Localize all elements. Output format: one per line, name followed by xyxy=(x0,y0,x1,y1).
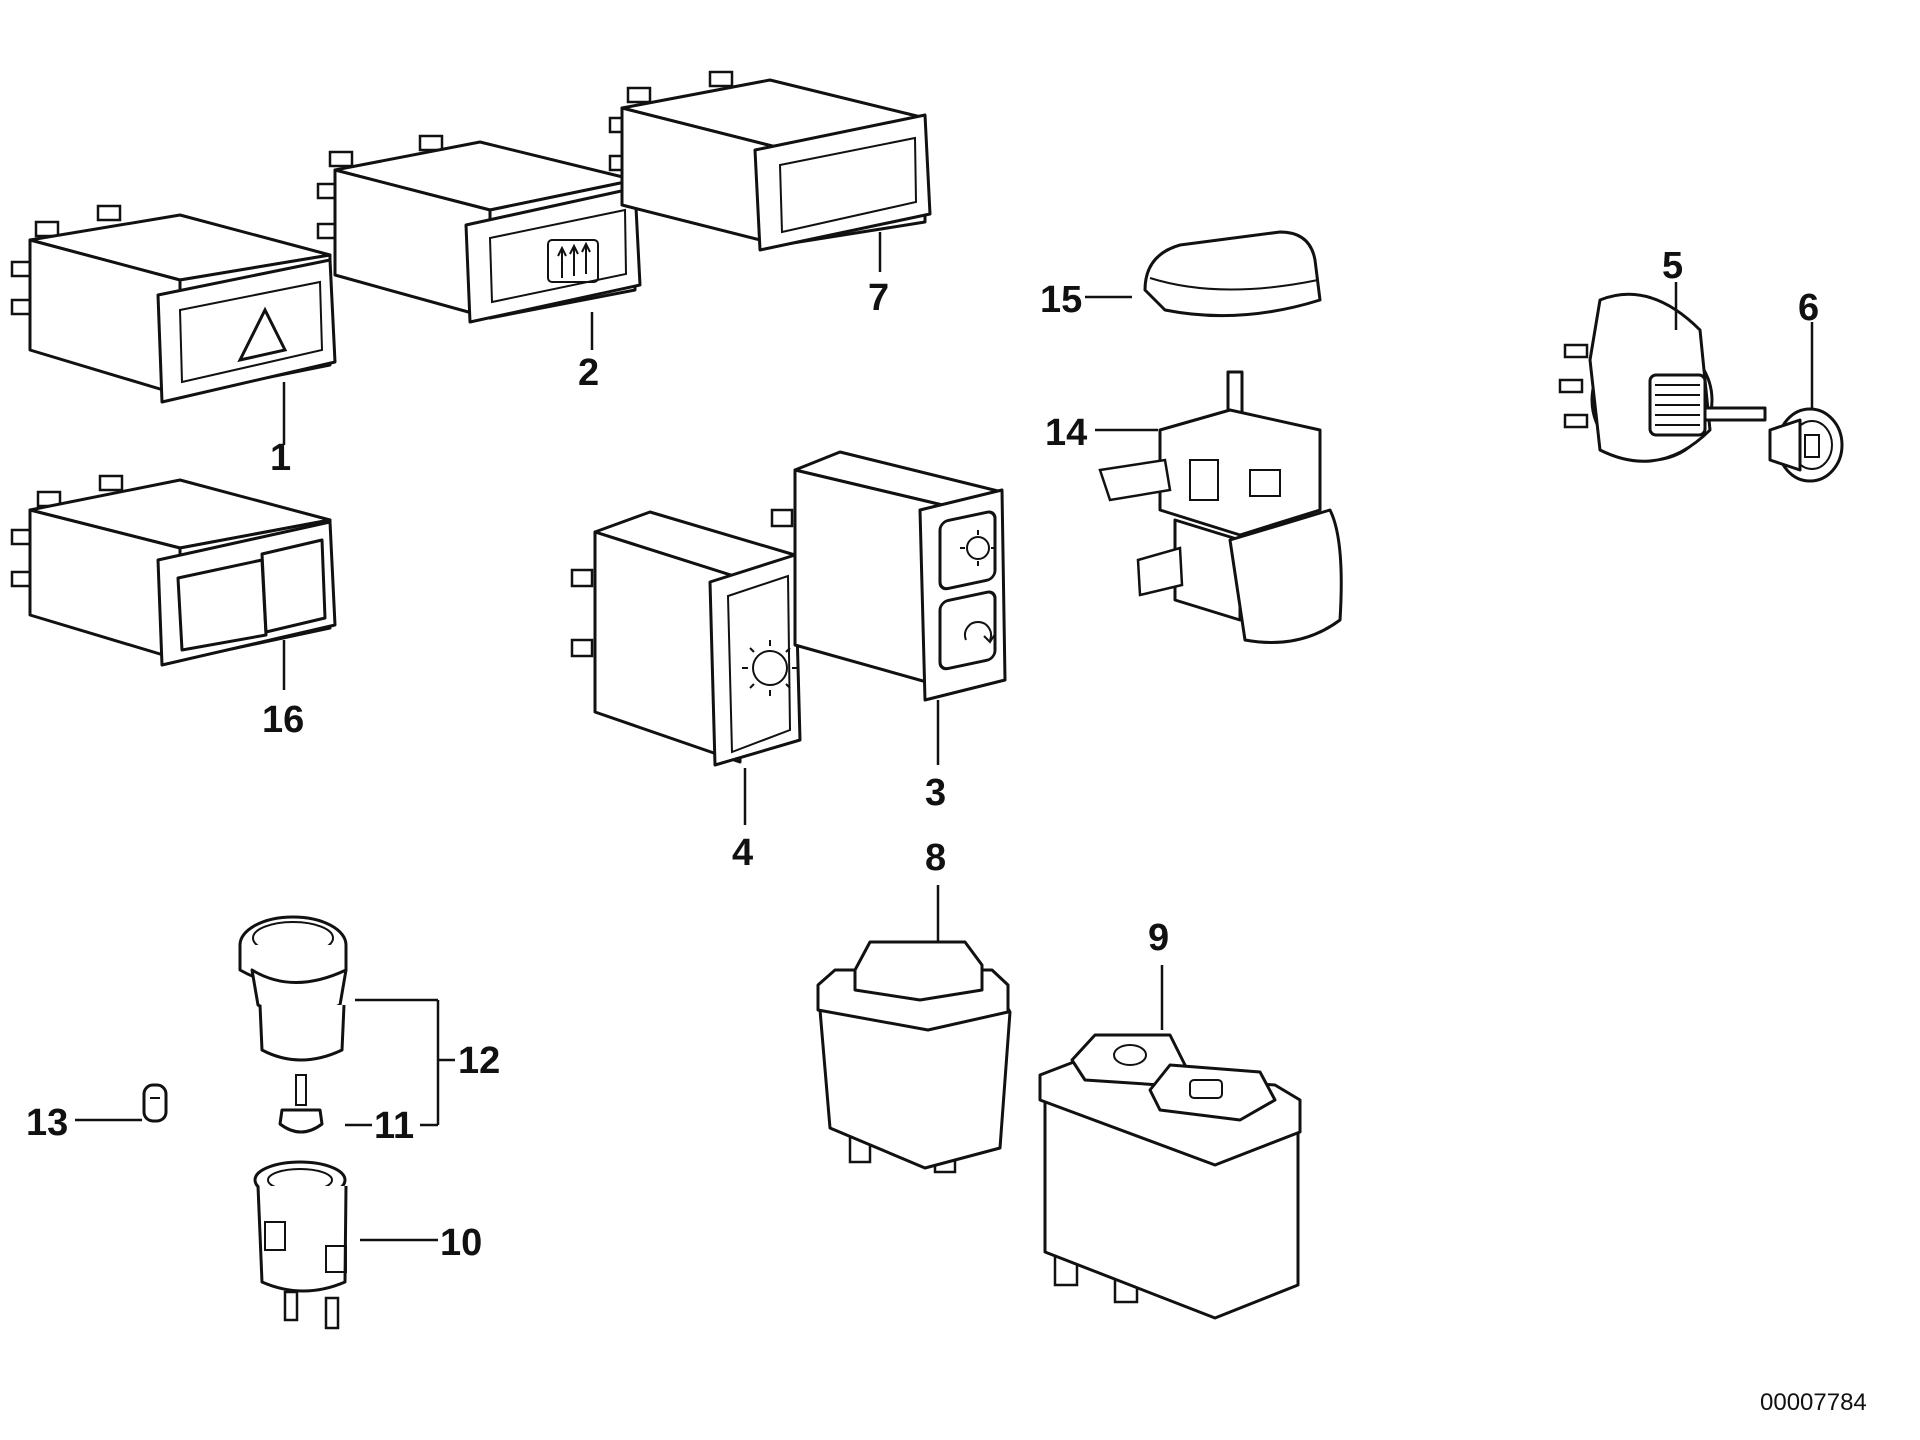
part-13-bulb xyxy=(75,1083,168,1123)
callout-1: 1 xyxy=(270,437,291,479)
part-15-knob xyxy=(1085,230,1322,318)
callout-3: 3 xyxy=(925,772,946,814)
recirculation-icon xyxy=(964,621,996,644)
document-number: 00007784 xyxy=(1760,1389,1867,1416)
part-14-rotary-switch xyxy=(1095,370,1343,644)
rear-defrost-icon xyxy=(547,239,599,283)
part-8-push-button xyxy=(816,885,1012,1174)
callout-9: 9 xyxy=(1148,917,1169,959)
callout-10: 10 xyxy=(440,1222,482,1264)
part-2-rear-defrost-switch xyxy=(316,134,642,350)
part-3-double-switch xyxy=(770,450,1007,765)
callout-6: 6 xyxy=(1798,287,1819,329)
callout-14: 14 xyxy=(1045,412,1087,454)
part-7-blank-switch xyxy=(608,70,932,272)
callout-5: 5 xyxy=(1662,245,1683,287)
part-9-double-push-button xyxy=(1038,965,1302,1320)
part-11-heating-element xyxy=(278,1074,438,1134)
callout-16: 16 xyxy=(262,699,304,741)
hazard-triangle-icon xyxy=(237,306,288,363)
part-12-lighter-plug xyxy=(238,915,455,1125)
part-4-fan-switch xyxy=(570,510,802,825)
callout-8: 8 xyxy=(925,837,946,879)
callout-4: 4 xyxy=(732,832,753,874)
callout-7: 7 xyxy=(868,277,889,319)
callout-2: 2 xyxy=(578,352,599,394)
dual-button-icons xyxy=(1070,1033,1277,1122)
fan-small-icon xyxy=(960,530,996,566)
part-10-lighter-socket xyxy=(253,1160,438,1330)
part-5-ignition-switch xyxy=(1558,282,1767,463)
fan-icon xyxy=(742,640,798,696)
part-6-lock-cylinder xyxy=(1768,322,1844,483)
callout-15: 15 xyxy=(1040,279,1082,321)
callout-13: 13 xyxy=(26,1102,68,1144)
callout-11: 11 xyxy=(374,1105,414,1147)
callout-12: 12 xyxy=(458,1040,500,1082)
part-1-hazard-switch xyxy=(10,204,337,445)
part-16-rocker-switch xyxy=(10,474,337,690)
